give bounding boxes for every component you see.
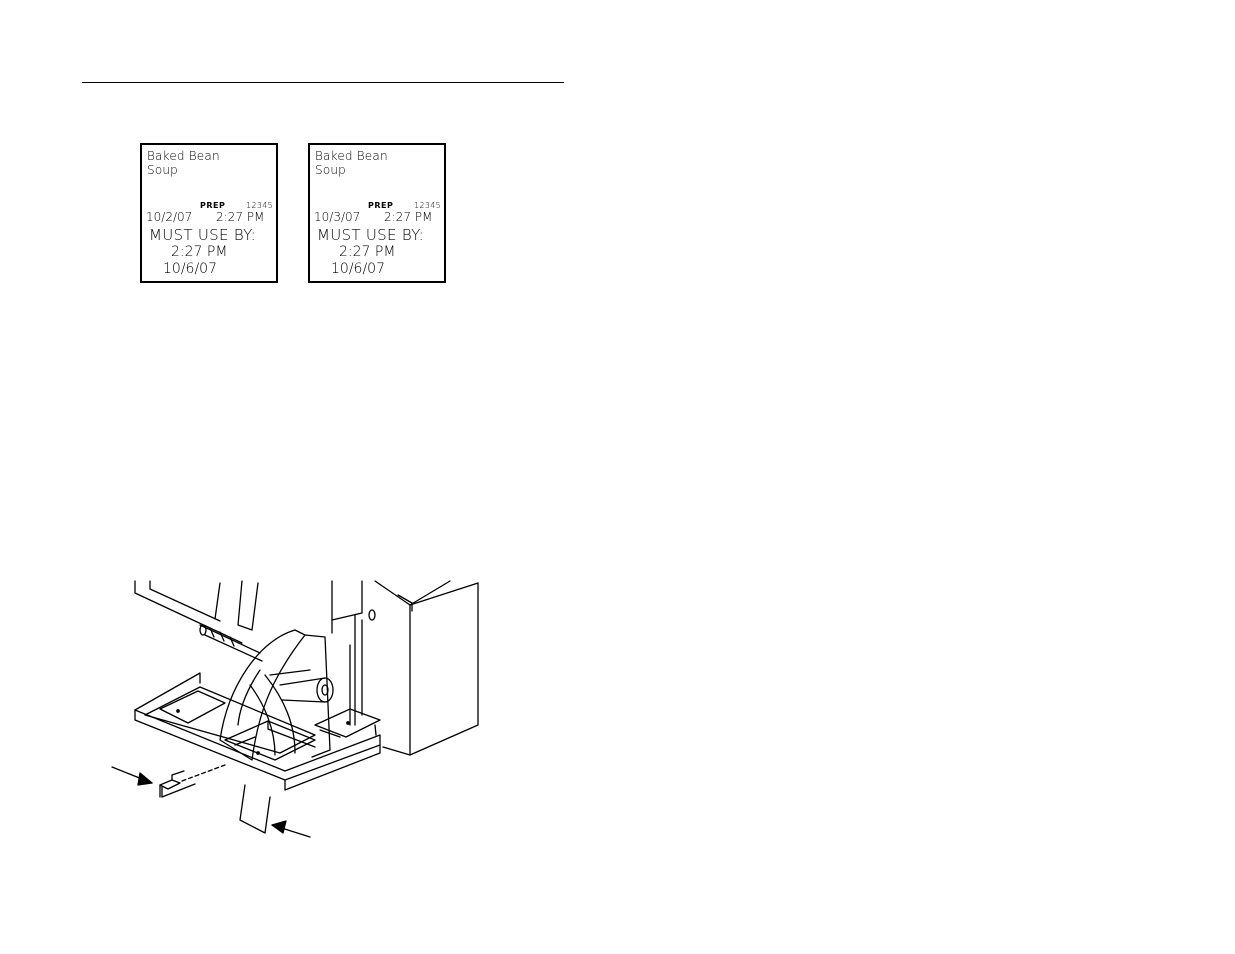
printer-base-tray (134, 672, 381, 791)
label-name-line-1: Baked Bean (315, 149, 388, 163)
label-product-name: Baked Bean Soup (147, 149, 267, 177)
label-use-time: 2:27 PM (339, 244, 396, 260)
supply-hub-disc (219, 629, 334, 761)
callout-arrow-left (111, 766, 153, 786)
printer-illustration (111, 580, 479, 838)
top-rule (82, 82, 564, 83)
label-prep-time: 2:27 PM (384, 210, 433, 224)
label-use-date: 10/6/07 (163, 261, 217, 277)
label-must-use-by: MUST USE BY: (317, 226, 424, 244)
clip-part (159, 770, 185, 798)
label-name-line-2: Soup (315, 163, 346, 177)
label-name-line-1: Baked Bean (147, 149, 220, 163)
callout-arrow-bottom (271, 820, 311, 838)
label-prep-time: 2:27 PM (216, 210, 265, 224)
label-prep-date: 10/2/07 (146, 210, 193, 224)
label-code: 12345 (246, 201, 273, 210)
label-prep-caption: PREP (200, 201, 226, 210)
label-sample-1: Baked Bean Soup PREP 12345 10/2/07 2:27 … (140, 143, 278, 283)
label-name-line-2: Soup (147, 163, 178, 177)
label-product-name: Baked Bean Soup (315, 149, 435, 177)
media-spindle (199, 624, 263, 662)
label-prep-caption: PREP (368, 201, 394, 210)
printer-back-frame (134, 580, 259, 644)
label-prep-date: 10/3/07 (314, 210, 361, 224)
printer-cabinet (331, 580, 479, 756)
alignment-dashed-line (181, 764, 226, 782)
label-strip (239, 784, 271, 834)
label-use-time: 2:27 PM (171, 244, 228, 260)
clip-guide-line (161, 783, 196, 798)
label-code: 12345 (414, 201, 441, 210)
label-must-use-by: MUST USE BY: (149, 226, 256, 244)
media-path (249, 614, 356, 756)
label-sample-2: Baked Bean Soup PREP 12345 10/3/07 2:27 … (308, 143, 446, 283)
label-use-date: 10/6/07 (331, 261, 385, 277)
